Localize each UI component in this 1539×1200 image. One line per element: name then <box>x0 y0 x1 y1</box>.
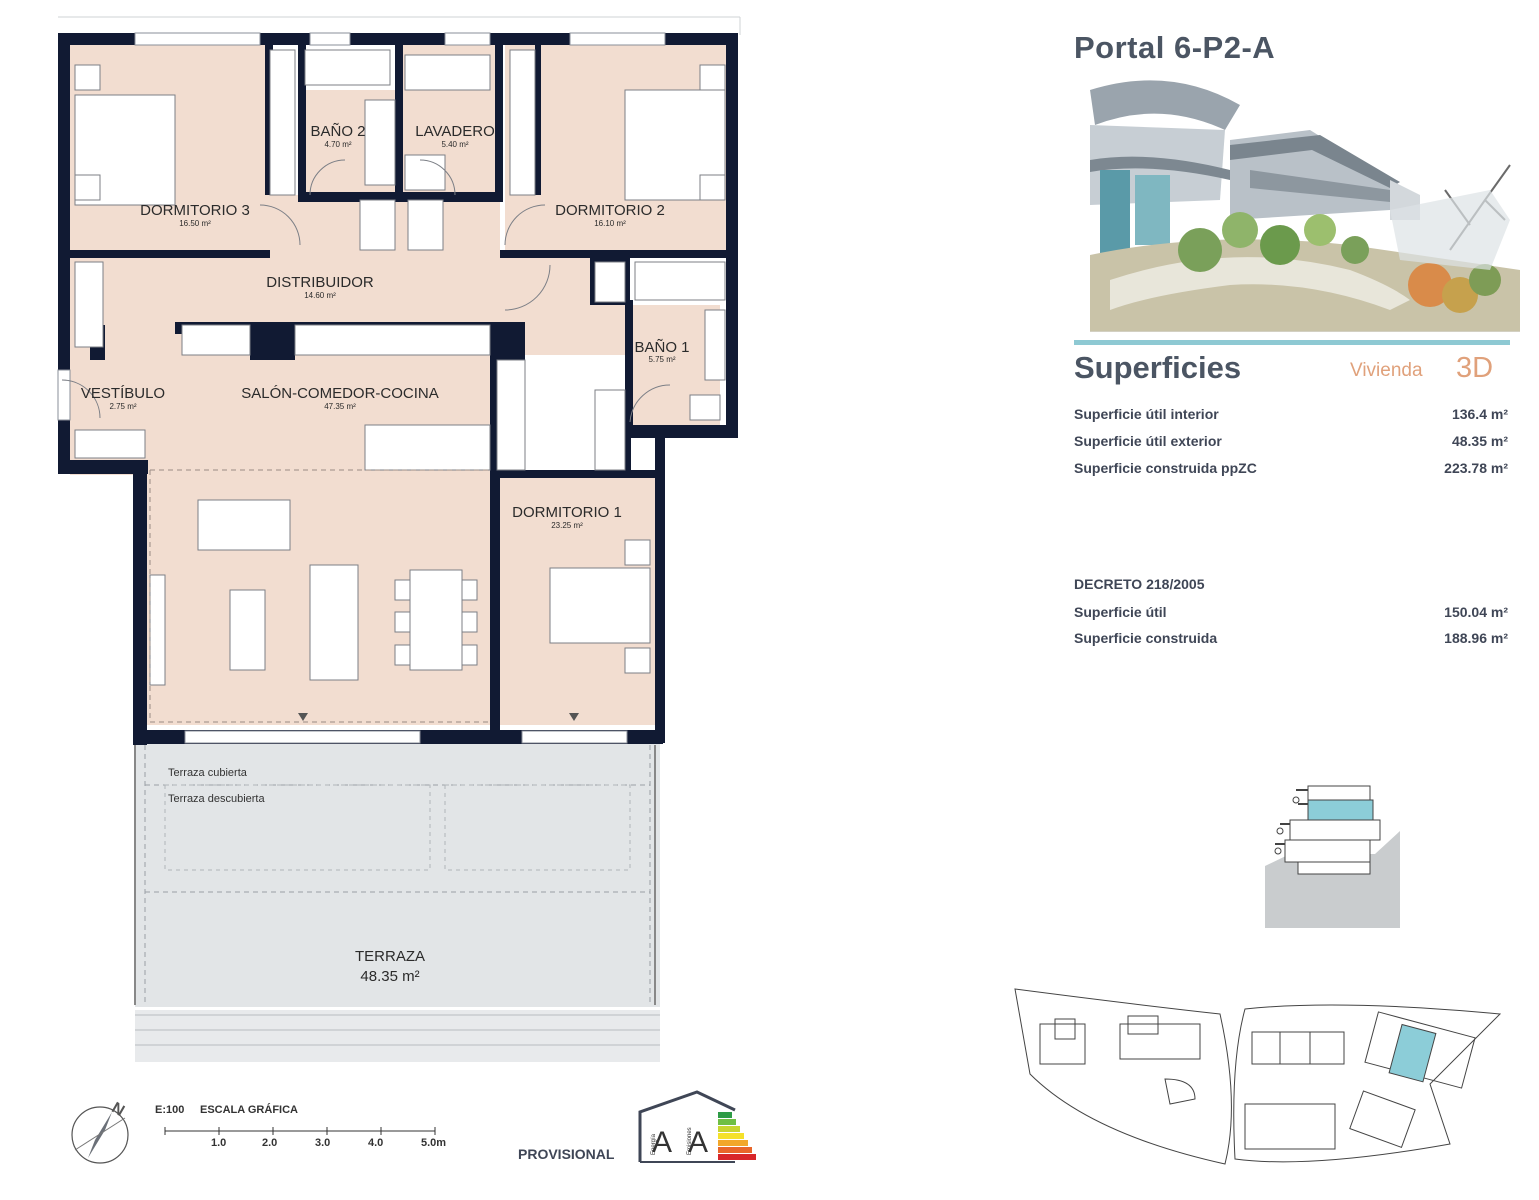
windows <box>57 32 666 744</box>
terrace-name: TERRAZA <box>355 948 425 965</box>
room-name: BAÑO 2 <box>310 123 365 140</box>
energy-rating-right: A <box>688 1126 708 1159</box>
room-area: 14.60 m² <box>304 291 336 300</box>
energy-rating-left: A <box>652 1126 672 1159</box>
decreto-value: 150.04 m² <box>1444 604 1508 620</box>
energy-caption-left: Energía <box>651 1133 657 1155</box>
scale-tick: 4.0 <box>368 1137 383 1149</box>
terrace-uncovered-label: Terraza descubierta <box>168 793 265 805</box>
building-render-image <box>1090 70 1520 332</box>
room-area: 16.10 m² <box>594 219 626 228</box>
compass-north-label: N <box>109 1099 128 1120</box>
room-area: 23.25 m² <box>551 521 583 530</box>
terrace-covered-label: Terraza cubierta <box>168 767 248 779</box>
portal-title: Portal 6-P2-A <box>1074 30 1276 65</box>
decreto-value: 188.96 m² <box>1444 630 1508 646</box>
scale-tick: 2.0 <box>262 1137 277 1149</box>
terrace <box>134 742 660 1062</box>
surface-value: 136.4 m² <box>1451 406 1508 422</box>
decreto-label: Superficie construida <box>1074 630 1218 646</box>
vivienda-label: Vivienda <box>1350 360 1423 381</box>
room-labels: DORMITORIO 3 16.50 m² BAÑO 2 4.70 m² LAV… <box>81 123 690 530</box>
plan-dashed-lines <box>149 469 490 723</box>
surface-label: Superficie útil exterior <box>1074 433 1222 449</box>
surface-label: Superficie útil interior <box>1074 406 1219 422</box>
room-area: 5.40 m² <box>441 140 468 149</box>
doors <box>61 159 671 423</box>
room-area: 5.75 m² <box>648 355 675 364</box>
room-area: 16.50 m² <box>179 219 211 228</box>
surface-label: Superficie construida ppZC <box>1074 460 1257 476</box>
surface-value: 223.78 m² <box>1444 460 1508 476</box>
room-name: SALÓN-COMEDOR-COCINA <box>241 385 439 402</box>
superficies-title: Superficies <box>1074 350 1242 385</box>
scale-tick: 1.0 <box>211 1137 226 1149</box>
terrace-area: 48.35 m² <box>360 968 419 985</box>
vivienda-code: 3D <box>1456 352 1494 384</box>
scale-title: ESCALA GRÁFICA <box>200 1103 298 1116</box>
room-area: 2.75 m² <box>109 402 136 411</box>
provisional-label: PROVISIONAL <box>518 1146 615 1162</box>
section-divider <box>1074 340 1510 345</box>
scale-bar: E:100 ESCALA GRÁFICA 1.0 2.0 3.0 4.0 5.0… <box>155 1103 446 1149</box>
scale-ratio: E:100 <box>155 1104 184 1116</box>
energy-caption-right: Emisiones <box>687 1127 693 1155</box>
floor-plan: DORMITORIO 3 16.50 m² BAÑO 2 4.70 m² LAV… <box>57 16 756 1164</box>
room-area: 4.70 m² <box>324 140 351 149</box>
info-panel: Portal 6-P2-A Superficies Vivienda 3D Su… <box>1014 0 1520 1200</box>
room-name: DORMITORIO 1 <box>512 504 622 521</box>
scale-tick: 3.0 <box>315 1137 330 1149</box>
room-name: DORMITORIO 3 <box>140 202 250 219</box>
compass-icon: N <box>71 1099 129 1164</box>
room-area: 47.35 m² <box>324 402 356 411</box>
decreto-title: DECRETO 218/2005 <box>1074 576 1205 592</box>
building-section-diagram <box>1265 785 1400 928</box>
room-name: DISTRIBUIDOR <box>266 274 374 291</box>
room-name: BAÑO 1 <box>634 339 689 356</box>
view-arrows <box>298 713 579 721</box>
room-name: LAVADERO <box>415 123 494 140</box>
site-location-map <box>1014 988 1502 1165</box>
furniture <box>74 49 726 686</box>
room-name: DORMITORIO 2 <box>555 202 665 219</box>
surface-value: 48.35 m² <box>1451 433 1508 449</box>
scale-tick: 5.0m <box>421 1137 446 1149</box>
energy-rating-badge: Energía Emisiones A A <box>638 1090 756 1163</box>
decreto-label: Superficie útil <box>1074 604 1167 620</box>
room-name: VESTÍBULO <box>81 385 165 402</box>
